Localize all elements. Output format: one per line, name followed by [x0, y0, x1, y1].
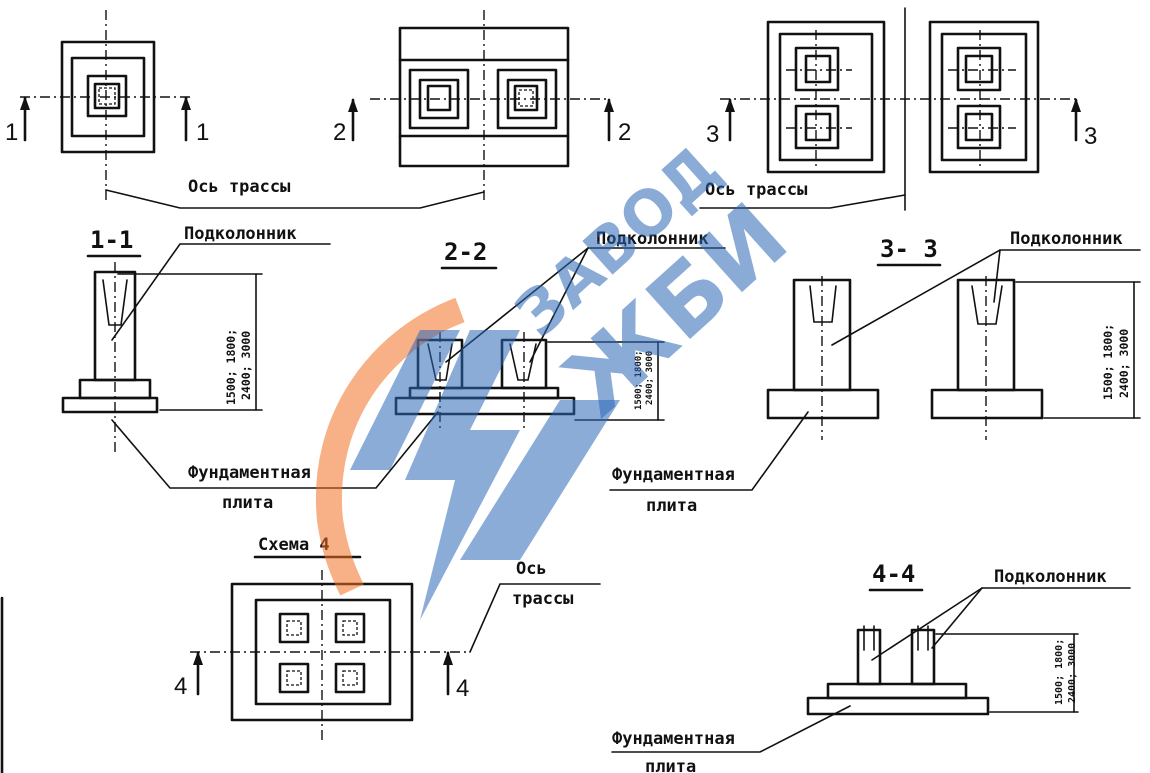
cut-mark-4-left: 4	[174, 673, 187, 700]
dim-4-4-a: 1500; 1800;	[1054, 639, 1065, 705]
dim-3-3-b: 2400; 3000	[1117, 329, 1131, 398]
dim-4-4-b: 2400; 3000	[1067, 643, 1078, 703]
scheme-4: Схема 4 4 4 Ось трассы	[174, 535, 601, 740]
dim-1-1-a: 1500; 1800;	[224, 329, 238, 405]
section-title-4-4: 4-4	[872, 560, 915, 588]
foundation-label-1b: плита	[222, 493, 273, 513]
cut-mark-3-left: 3	[706, 121, 719, 148]
foundation-label-2a: Фундаментная	[612, 465, 735, 485]
scheme-4-title: Схема 4	[258, 535, 330, 555]
dim-3-3-a: 1500; 1800;	[1101, 324, 1115, 400]
section-4-4: 4-4 1500; 1800; 2400; 3000 Подколонник Ф…	[611, 560, 1131, 773]
cut-mark-2-right: 2	[618, 119, 631, 146]
cut-mark-3-right: 3	[1084, 123, 1097, 150]
trace-axis-label-1: Ось трассы	[188, 177, 290, 197]
dim-2-2-b: 2400; 3000	[645, 351, 655, 405]
subcolumn-label-4: Подколонник	[994, 567, 1107, 587]
dim-1-1-b: 2400; 3000	[239, 331, 253, 400]
trace-axis-label-2: Ось трассы	[705, 180, 807, 200]
section-title-1-1: 1-1	[90, 226, 133, 254]
column-sockets	[278, 612, 366, 694]
foundation-label-1a: Фундаментная	[188, 463, 311, 483]
plan-1: 1 1	[5, 10, 209, 200]
section-title-3-3: 3- 3	[880, 235, 938, 263]
section-1-1: 1-1 1500; 1800; 2400; 3000 Подколонник	[61, 224, 331, 489]
cut-mark-2-left: 2	[333, 119, 346, 146]
section-3-3: 3- 3 1500; 1800; 2400; 3000 Подколонник …	[609, 229, 1141, 516]
trace-axis-label-3a: Ось	[516, 559, 547, 579]
subcolumn-label-1: Подколонник	[184, 224, 297, 244]
plan-3: 3 3	[706, 7, 1097, 211]
dim-2-2-a: 1500; 1800;	[634, 350, 644, 410]
watermark-logo: ЗАВОД ЖБИ	[315, 131, 808, 620]
cut-mark-4-right: 4	[456, 675, 469, 702]
cut-mark-1-right: 1	[196, 119, 209, 146]
subcolumn-label-2: Подколонник	[596, 229, 709, 249]
subcolumn-label-3: Подколонник	[1010, 229, 1123, 249]
cut-mark-1-left: 1	[5, 119, 18, 146]
foundation-label-3b: плита	[645, 757, 696, 773]
trace-axis-label-3b: трассы	[512, 589, 573, 609]
section-title-2-2: 2-2	[444, 238, 487, 266]
foundation-label-3a: Фундаментная	[612, 729, 735, 749]
foundation-label-2b: плита	[646, 496, 697, 516]
plan-2: 2 2	[333, 10, 631, 200]
